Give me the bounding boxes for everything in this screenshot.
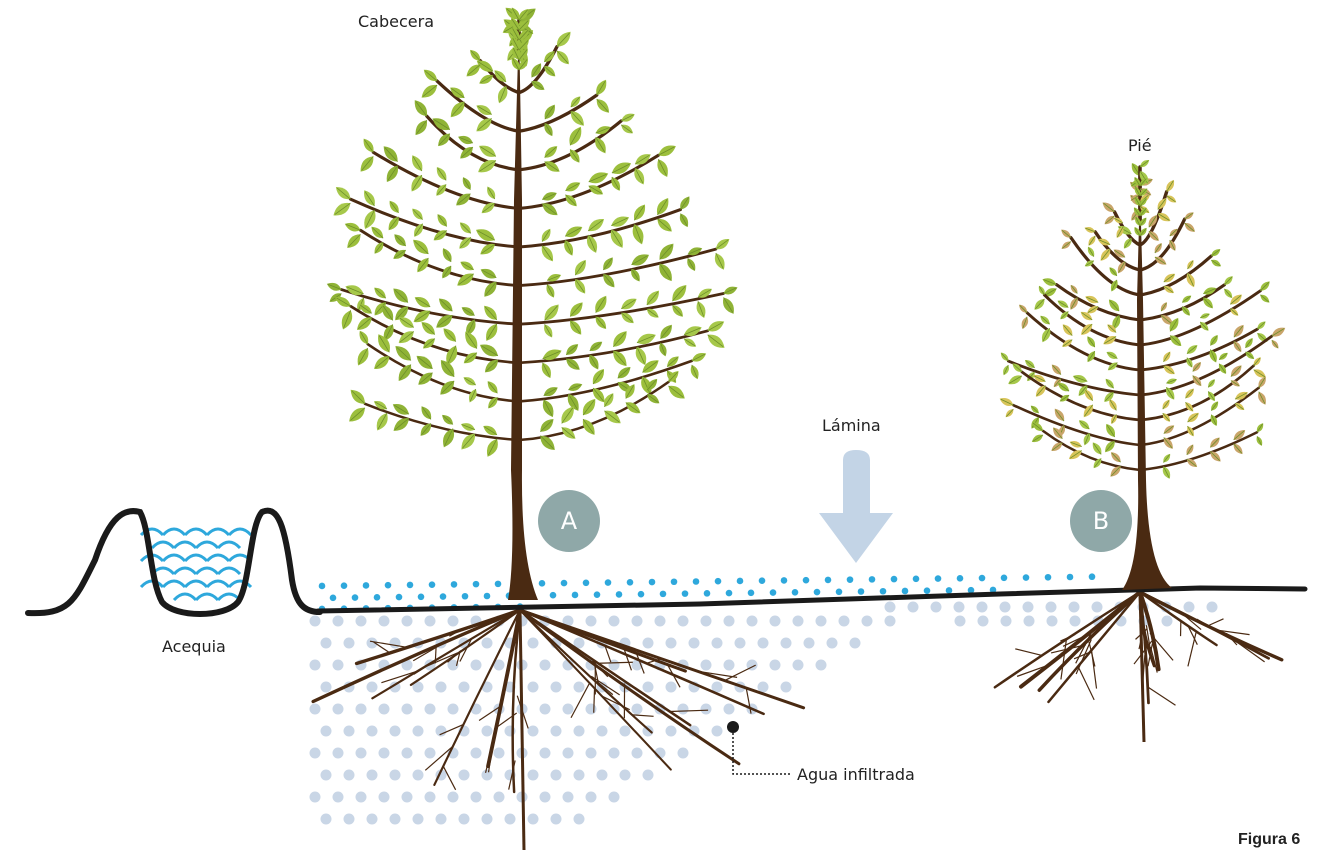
marker-b: B [1070, 490, 1132, 552]
marker-a: A [538, 490, 600, 552]
head-label: Cabecera [358, 12, 434, 31]
foot-label: Pié [1128, 136, 1152, 155]
trunk-a [508, 20, 538, 600]
sheet-label: Lámina [822, 416, 881, 435]
infiltration-pointer-dot [727, 721, 739, 733]
infiltration-pointer-line [733, 733, 790, 774]
down-arrow-icon [819, 450, 893, 563]
figure-caption: Figura 6 [1238, 831, 1300, 849]
tree-a-crown [325, 5, 738, 459]
ditch-label: Acequia [162, 637, 226, 656]
infiltrated-water-label: Agua infiltrada [797, 765, 915, 784]
roots-tree-b [995, 592, 1282, 742]
